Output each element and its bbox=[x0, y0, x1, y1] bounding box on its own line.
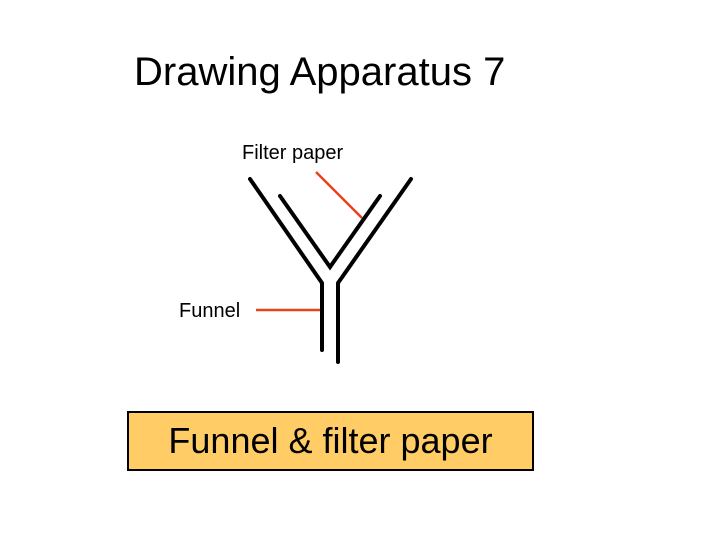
funnel-shape bbox=[248, 177, 413, 364]
filter-paper-pointer bbox=[315, 171, 363, 219]
caption-box: Funnel & filter paper bbox=[127, 411, 534, 471]
funnel-label: Funnel bbox=[179, 300, 241, 322]
filter-paper-label: Filter paper bbox=[242, 142, 344, 164]
filter-paper-shape bbox=[278, 194, 382, 271]
filter-paper-cone bbox=[278, 194, 382, 271]
funnel-outer-left bbox=[248, 177, 324, 352]
slide-title: Drawing Apparatus 7 bbox=[134, 50, 506, 94]
caption-text: Funnel & filter paper bbox=[168, 420, 493, 461]
funnel-outer-right bbox=[336, 177, 413, 364]
